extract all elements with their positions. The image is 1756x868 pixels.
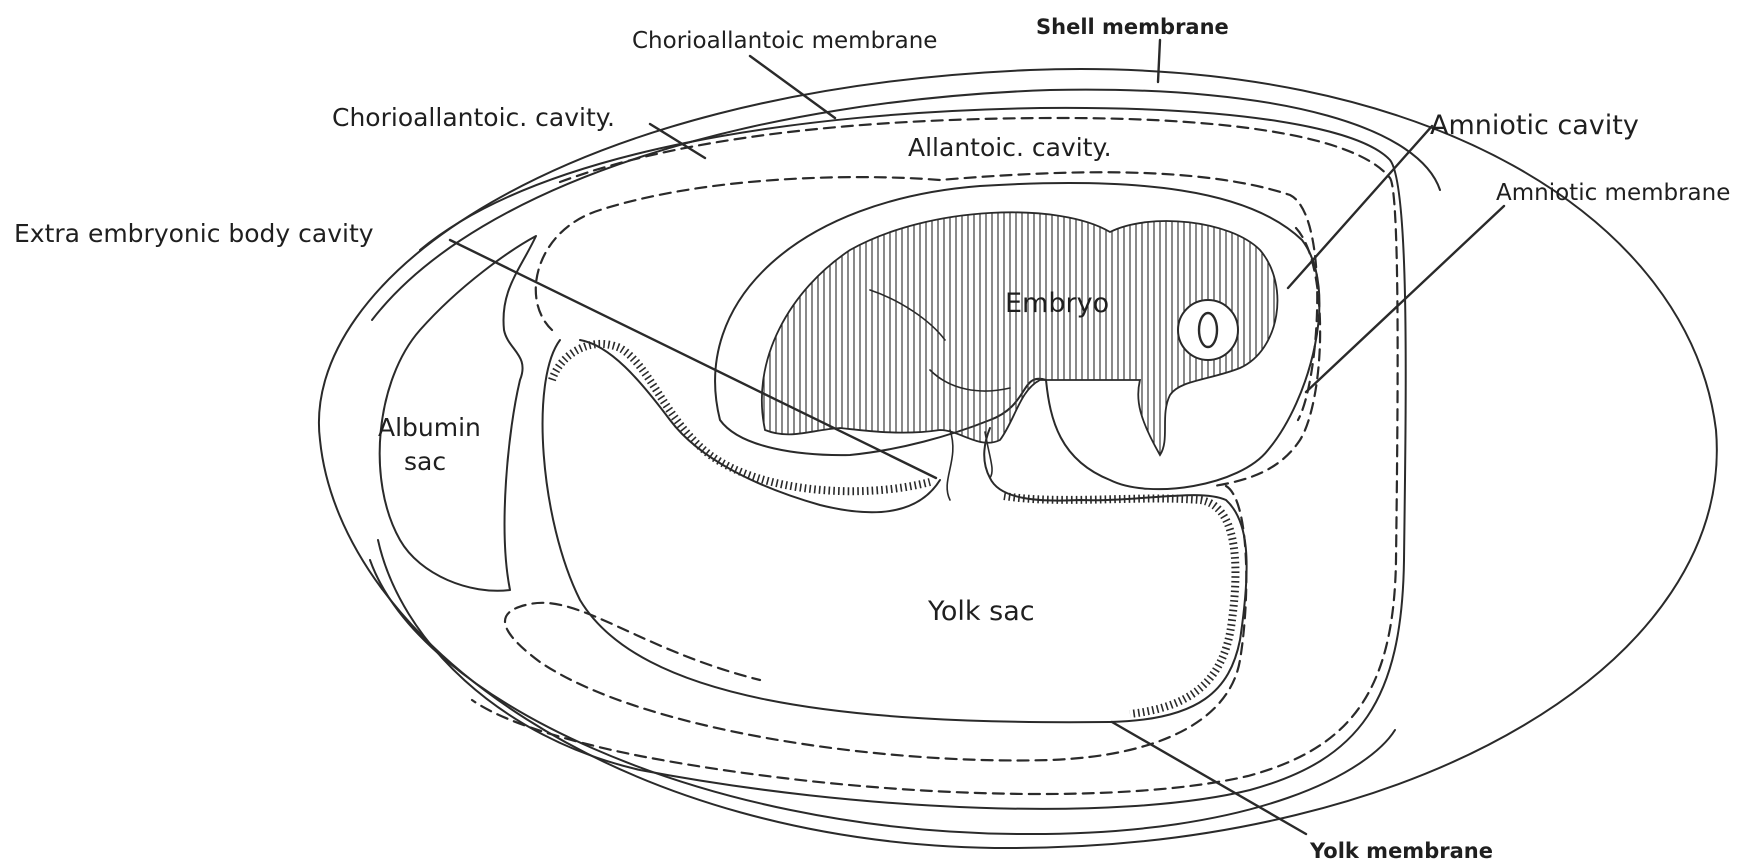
leader-chorioallantoic-membrane [750, 56, 835, 118]
label-yolk-sac: Yolk sac [927, 596, 1035, 627]
label-chorioallantoic-membrane: Chorioallantoic membrane [632, 28, 937, 54]
yolk-membrane-villi-right [1004, 496, 1235, 714]
label-shell-membrane: Shell membrane [1036, 15, 1229, 39]
label-amniotic-membrane: Amniotic membrane [1496, 180, 1730, 206]
leader-amniotic-cavity [1288, 126, 1432, 288]
label-allantoic-cavity: Allantoic. cavity. [908, 133, 1112, 162]
label-amniotic-cavity: Amniotic cavity [1430, 110, 1639, 141]
label-albumin-sac-line1: Albumin [378, 413, 481, 442]
yolk-sac-dashed [505, 486, 1246, 760]
label-embryo: Embryo [1005, 288, 1109, 319]
leader-yolk-membrane [1112, 722, 1306, 834]
label-chorioallantoic-cavity: Chorioallantoic. cavity. [332, 103, 615, 132]
chorioallantoic-membrane [378, 108, 1406, 809]
label-extra-embryonic-body-cavity: Extra embryonic body cavity [14, 219, 374, 248]
label-albumin-sac-line2: sac [404, 447, 446, 476]
leader-shell-membrane [1158, 40, 1160, 82]
label-yolk-membrane: Yolk membrane [1309, 839, 1493, 863]
embryo-eye-outer [1178, 300, 1238, 360]
